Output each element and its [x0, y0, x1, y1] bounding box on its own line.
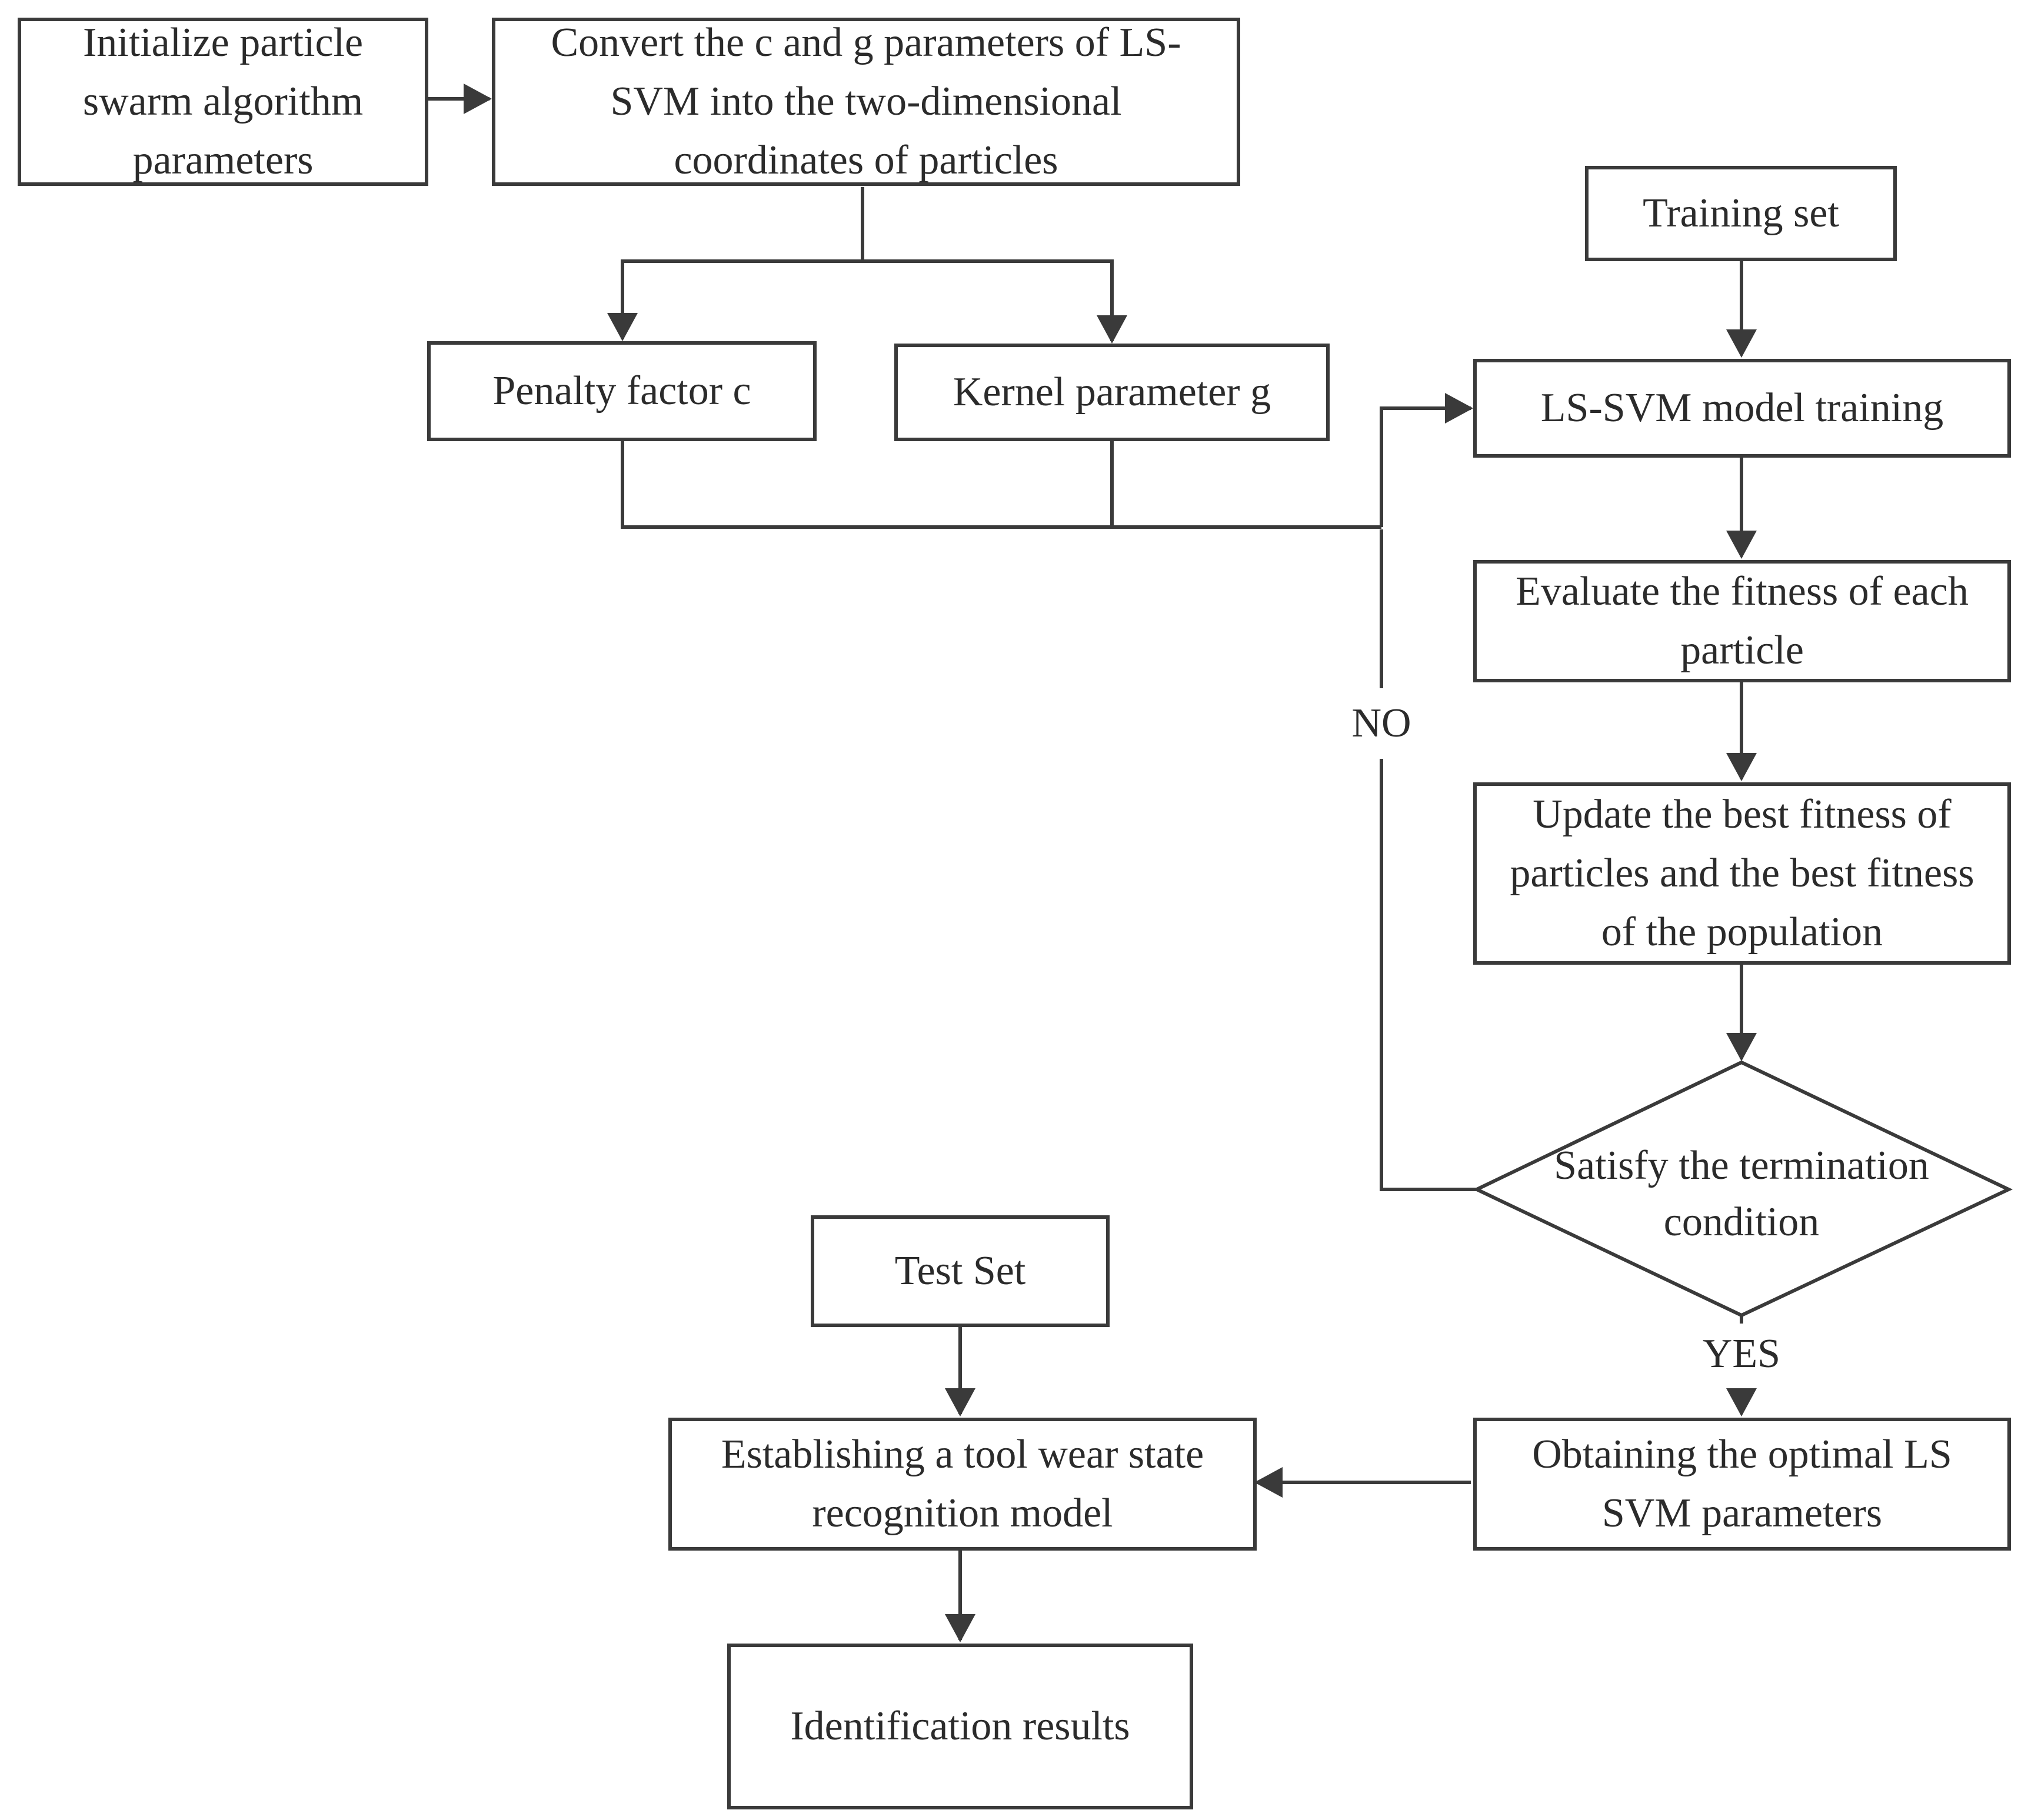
training-set-box: Training set [1585, 166, 1897, 261]
no-label: NO [1346, 694, 1417, 753]
yes-label: YES [1694, 1325, 1789, 1384]
test-set-box: Test Set [811, 1215, 1110, 1327]
identification-results-box: Identification results [727, 1644, 1193, 1809]
penalty-factor-box: Penalty factor c [427, 341, 817, 441]
edge-penalty-merge [621, 441, 1381, 529]
convert-params-box: Convert the c and g parameters of LS-SVM… [492, 18, 1240, 186]
update-fitness-box: Update the best fitness of particles and… [1473, 782, 2011, 965]
edge-split-to-kernel [863, 259, 1127, 344]
termination-condition-label: Satisfy the termination condition [1554, 1143, 1929, 1245]
edge-merge-to-training [1380, 393, 1473, 527]
lssvm-training-box: LS-SVM model training [1473, 359, 2011, 458]
optimal-params-box: Obtaining the optimal LS SVM parameters [1473, 1418, 2011, 1551]
init-params-box: Initialize particle swarm algorithm para… [18, 18, 428, 186]
edge-no-loop-lower [1380, 759, 1477, 1191]
termination-diamond [1473, 1060, 2013, 1318]
edge-split-to-penalty [607, 259, 863, 341]
evaluate-fitness-box: Evaluate the fitness of each particle [1473, 560, 2011, 682]
establish-model-box: Establishing a tool wear state recogniti… [668, 1418, 1257, 1551]
kernel-parameter-box: Kernel parameter g [894, 344, 1330, 441]
